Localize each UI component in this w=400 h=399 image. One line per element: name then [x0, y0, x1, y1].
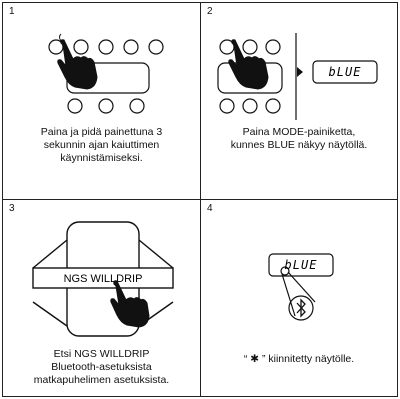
panel-caption: Paina ja pidä painettuna 3 sekunnin ajan… [40, 126, 163, 164]
panel-number: 1 [9, 6, 15, 17]
button-circle [98, 98, 114, 114]
button-circle [123, 39, 139, 55]
zoom-line [287, 271, 316, 303]
button-circle [148, 39, 164, 55]
speaker-panel-illustration [48, 33, 164, 114]
panel-number: 3 [9, 203, 15, 214]
display-text: bLUE [329, 65, 362, 79]
button-circle [265, 39, 281, 55]
pressing-hand-icon [57, 33, 98, 90]
panel-number: 4 [207, 203, 213, 214]
mode-panel-illustration: bLUE [217, 33, 378, 120]
button-circle [129, 98, 145, 114]
perspective-line [138, 239, 174, 269]
zoom-point [280, 266, 290, 276]
button-circle [265, 98, 281, 114]
button-circle [242, 39, 258, 55]
zoom-circle [288, 295, 314, 321]
device-list-entry [32, 267, 174, 289]
display-text: bLUE [285, 258, 318, 272]
panel-caption: Paina MODE-painiketta, kunnes BLUE näkyy… [230, 126, 368, 151]
arrow-right-icon [297, 67, 303, 77]
button-circle [73, 39, 89, 55]
display-screen [268, 253, 334, 277]
zoom-line [281, 273, 296, 317]
pressing-hand-icon [228, 39, 269, 90]
button-circle [242, 98, 258, 114]
panel-caption: “ ✱ ” kiinnitetty näytölle. [243, 353, 355, 365]
panel-3: 3 NGS WILLDRIP Etsi NGS WILLDRIP Bluetoo… [2, 199, 201, 397]
perspective-line [32, 239, 68, 269]
button-circle [219, 98, 235, 114]
panel-1: 1 Paina ja pidä painettuna 3 sekunnin aj… [2, 2, 201, 200]
display-zoom-illustration: bLUE [268, 253, 334, 321]
button-circle [67, 98, 83, 114]
panel-number: 2 [207, 6, 213, 17]
panel-caption: Etsi NGS WILLDRIP Bluetooth-asetuksista … [33, 348, 170, 386]
button-circle [98, 39, 114, 55]
bluetooth-icon [296, 298, 306, 318]
zoomed-display [312, 60, 378, 84]
tapping-hand-icon [110, 280, 150, 328]
device-name: NGS WILLDRIP [64, 273, 143, 285]
perspective-line [32, 301, 68, 327]
panel-2: 2 bLUE Paina MODE-painiketta, kunnes BLU… [200, 2, 398, 200]
phone-illustration: NGS WILLDRIP [32, 221, 174, 337]
panel-4: 4 bLUE “ ✱ ” kiinnitetty näytölle. [200, 199, 398, 397]
